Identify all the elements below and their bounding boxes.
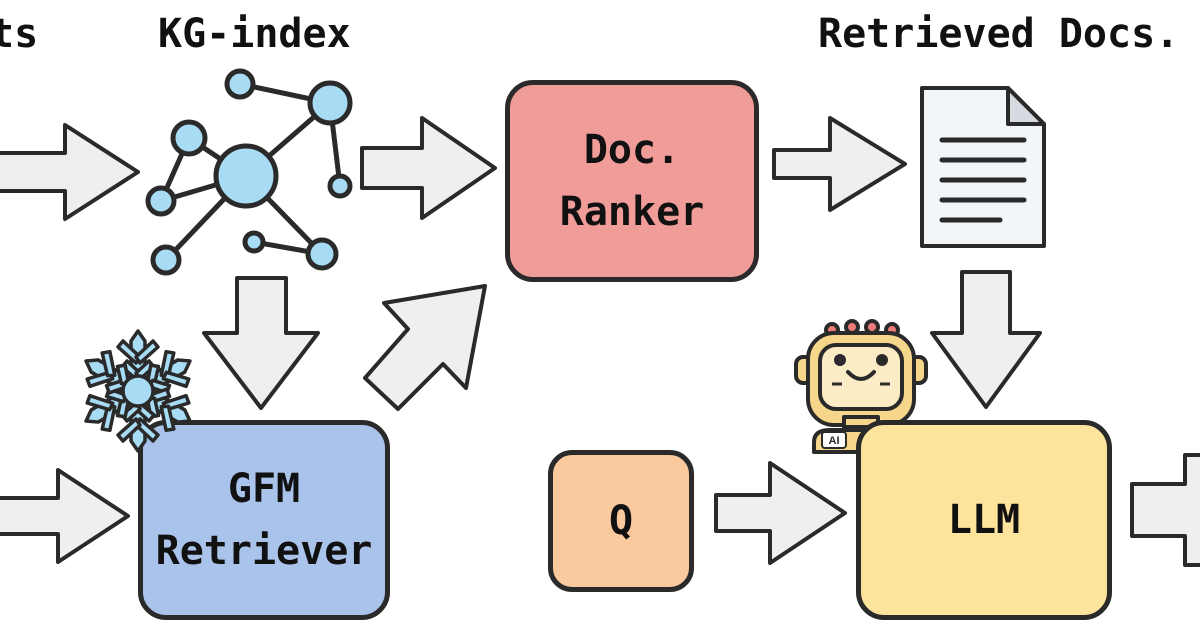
- doc-ranker-line1: Doc.: [583, 127, 681, 173]
- arrow-input-to-kg: [0, 123, 140, 221]
- arrow-q-to-llm: [714, 461, 847, 565]
- gfm-retriever-line2: Retriever: [155, 528, 373, 574]
- question-box: Q: [548, 450, 694, 592]
- gfm-retriever-line1: GFM: [227, 466, 301, 512]
- gfm-retriever-box: GFM Retriever: [138, 420, 390, 620]
- llm-box: LLM: [856, 420, 1112, 620]
- left-cut-label: ts: [0, 11, 39, 57]
- arrow-llm-to-output: [1130, 453, 1200, 567]
- arrow-query-to-gfm: [0, 468, 130, 564]
- doc-ranker-line2: Ranker: [559, 189, 705, 235]
- arrow-docs-to-llm: [930, 270, 1042, 409]
- retrieved-docs-label: Retrieved Docs.: [818, 11, 1180, 57]
- kg-index-label: KG-index: [158, 11, 351, 57]
- arrow-gfm-to-ranker: [363, 284, 487, 411]
- arrow-ranker-to-docs: [772, 116, 907, 212]
- arrow-kg-to-gfm: [202, 276, 320, 410]
- document-icon: [920, 86, 1046, 248]
- snowflake-icon: [74, 329, 202, 453]
- robot-chip-label: AI: [829, 435, 840, 447]
- knowledge-graph-icon: [145, 68, 353, 276]
- robot-icon: AI: [794, 319, 928, 454]
- arrow-kg-to-ranker: [360, 116, 497, 220]
- doc-ranker-box: Doc. Ranker: [505, 80, 759, 282]
